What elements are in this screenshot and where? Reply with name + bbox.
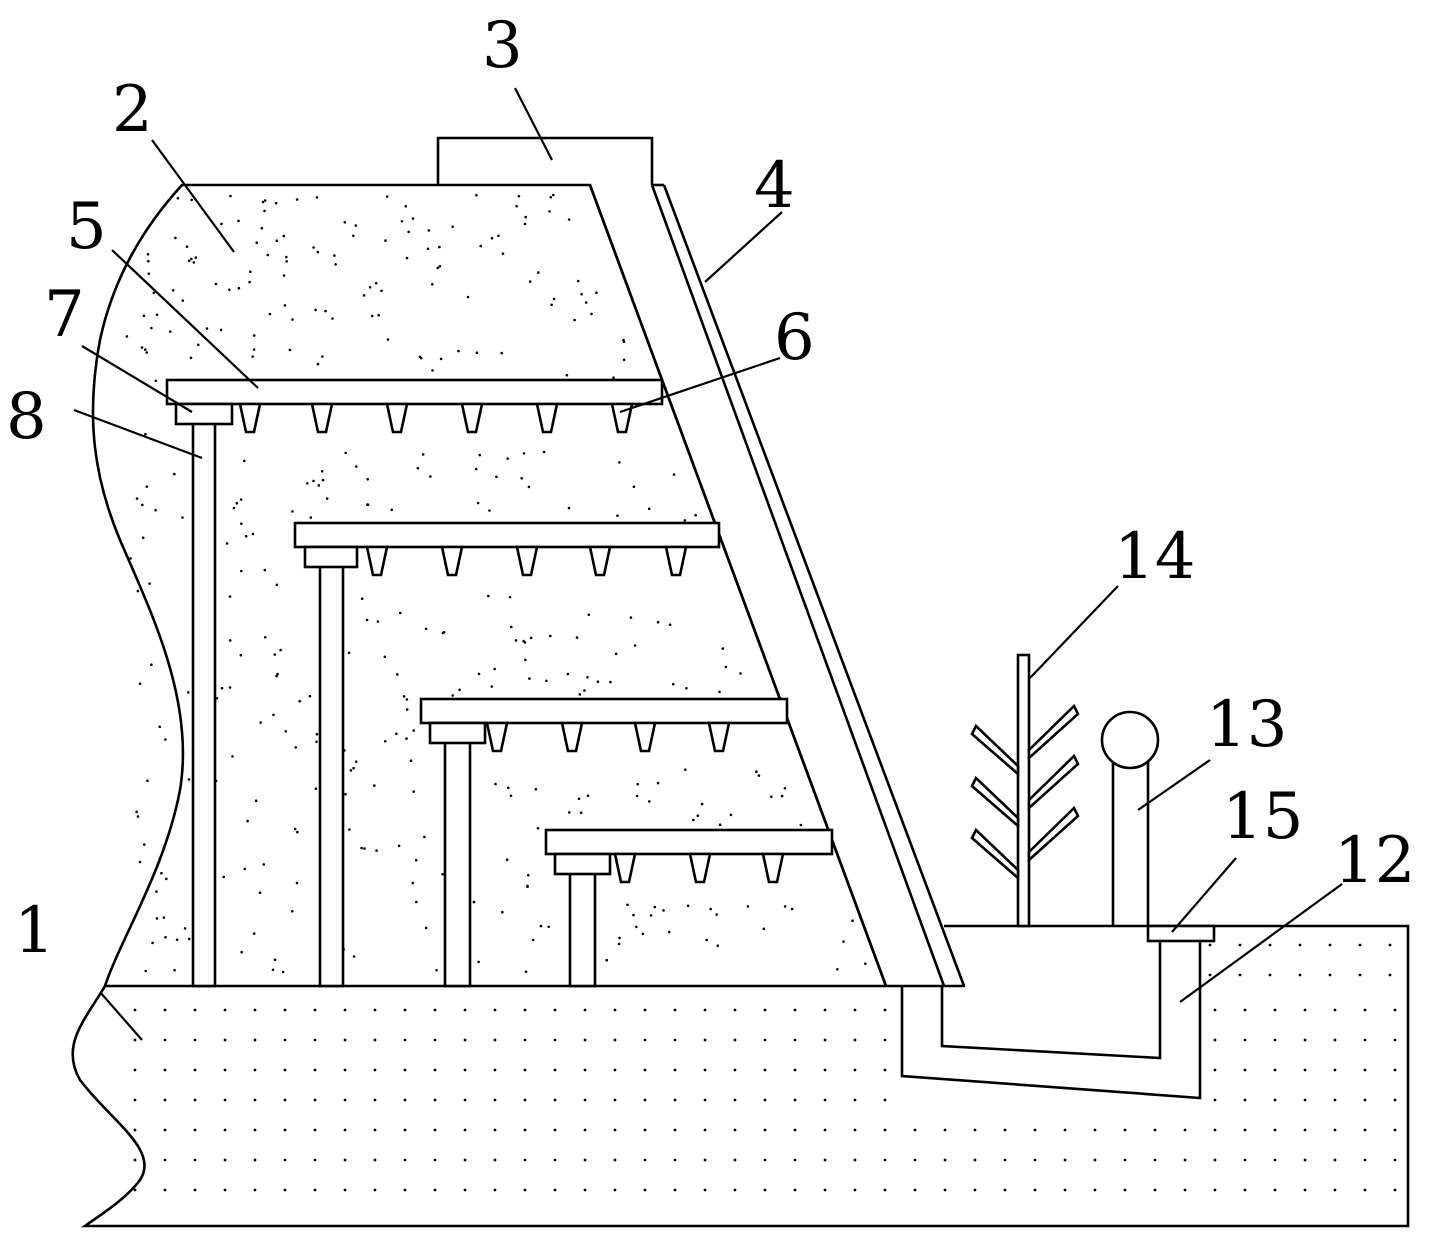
spray-nozzle — [312, 404, 332, 432]
label-15: 15 — [1222, 780, 1303, 854]
spray-nozzle — [240, 404, 260, 432]
spray-nozzle — [763, 854, 783, 882]
spray-platform — [421, 699, 787, 723]
plant-leaf-right-1 — [1029, 706, 1078, 758]
post-cap — [430, 723, 485, 743]
label-4: 4 — [754, 149, 795, 223]
label-2: 2 — [112, 73, 153, 147]
plant-stem — [1018, 655, 1029, 926]
spray-nozzle — [562, 723, 582, 751]
leader-5 — [112, 250, 258, 388]
label-5: 5 — [66, 190, 107, 264]
plant-leaf-left-3 — [972, 830, 1018, 878]
spray-nozzle — [666, 547, 686, 575]
spray-nozzle — [442, 547, 462, 575]
callout-labels: 1 2 3 4 5 6 7 8 12 13 14 15 — [6, 9, 1415, 968]
sprinkler-head — [1102, 712, 1158, 768]
spray-nozzle — [387, 404, 407, 432]
plant-leaf-left-2 — [972, 778, 1018, 826]
pipe-cap — [1148, 926, 1214, 941]
plant-leaf-left-1 — [972, 726, 1018, 774]
spray-nozzle — [462, 404, 482, 432]
support-post — [570, 870, 595, 986]
leader-12 — [1180, 884, 1342, 1002]
label-7: 7 — [44, 278, 85, 352]
spray-nozzle — [709, 723, 729, 751]
support-post — [320, 563, 343, 986]
spray-platform — [167, 380, 662, 404]
spray-nozzle — [517, 547, 537, 575]
shelf-2 — [295, 523, 719, 986]
support-post — [193, 420, 215, 986]
leader-1 — [100, 992, 142, 1040]
spray-nozzle — [690, 854, 710, 882]
spray-nozzle — [590, 547, 610, 575]
spray-shelves — [167, 380, 832, 986]
hillside-stipple — [126, 194, 867, 974]
label-1: 1 — [14, 894, 55, 968]
label-8: 8 — [6, 380, 47, 454]
plant-leaf-right-3 — [1029, 808, 1078, 860]
post-cap — [305, 547, 357, 567]
spray-nozzle — [487, 723, 507, 751]
spray-nozzle — [367, 547, 387, 575]
label-3: 3 — [482, 9, 523, 83]
leader-14 — [1030, 586, 1118, 678]
spray-platform — [546, 830, 832, 854]
spray-nozzle — [537, 404, 557, 432]
leader-3 — [515, 88, 552, 160]
sprinkler — [1102, 712, 1158, 926]
label-13: 13 — [1206, 688, 1287, 762]
label-14: 14 — [1114, 520, 1195, 594]
shelf-4 — [546, 830, 832, 986]
label-6: 6 — [774, 301, 815, 375]
plant-leaf-right-2 — [1029, 756, 1078, 808]
label-12: 12 — [1334, 824, 1415, 898]
spray-nozzle — [635, 723, 655, 751]
plant — [972, 655, 1078, 926]
leader-2 — [152, 140, 234, 252]
leader-15 — [1172, 858, 1236, 932]
spray-nozzle — [615, 854, 635, 882]
spray-platform — [295, 523, 719, 547]
drainage-pipe — [902, 926, 1214, 1098]
support-post — [445, 739, 470, 986]
post-cap — [555, 854, 610, 874]
